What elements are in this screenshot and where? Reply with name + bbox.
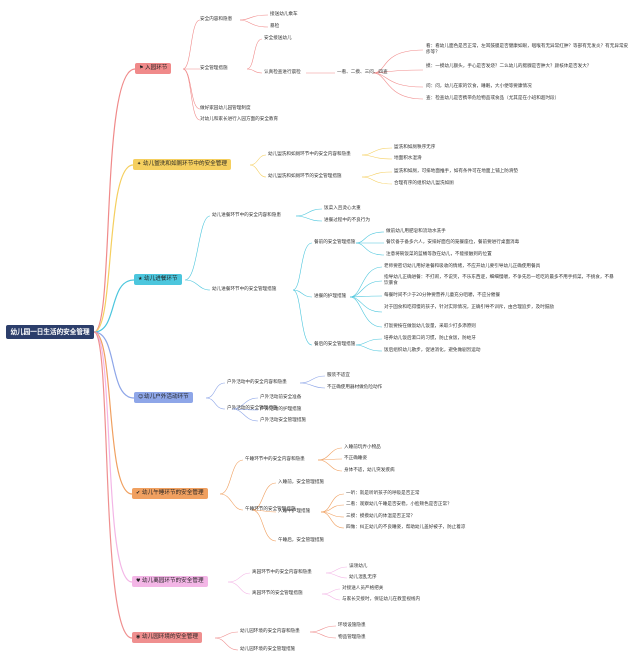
people-icon: ☺ bbox=[138, 394, 144, 400]
entry-check-ask[interactable]: 问：问，幼儿在家的饮食，睡眠，大小便等要康情况 bbox=[426, 84, 532, 89]
flag-icon: ⚑ bbox=[139, 65, 144, 71]
outdoor-measures[interactable]: 户外活动的安全管理措施 bbox=[227, 406, 278, 411]
entry-check-steps[interactable]: 一看、二摸、三问、四查 bbox=[337, 70, 388, 75]
nap-hazard-3[interactable]: 身体不适，幼儿突发疾病 bbox=[344, 468, 395, 473]
meal-before-item[interactable]: 做前幼儿用肥皂和流动水洗手 bbox=[386, 229, 446, 234]
meal-hazard-1[interactable]: 饭菜入且烫心太重 bbox=[324, 206, 361, 211]
root-branch-4 bbox=[93, 331, 135, 399]
meal-during-item[interactable]: 对于固食和吃得慢的孩子，针对实际情况，正确引导不训斥，由合理追步，及时鼓励 bbox=[384, 305, 554, 310]
nap-check-touch[interactable]: 三摸：摸摸幼儿的体温是否正常？ bbox=[346, 514, 415, 519]
meal-before[interactable]: 餐前的安全管理措施 bbox=[314, 240, 356, 245]
meal-after[interactable]: 餐后的安全管理措施 bbox=[314, 342, 356, 347]
washing-hazards[interactable]: 幼儿盥洗和如厕环节中的安全内容和隐患 bbox=[268, 152, 351, 157]
section-label: 幼儿午睡环节的安全管理 bbox=[142, 490, 204, 496]
outdoor-measure-3[interactable]: 户外活动安全管理措施 bbox=[260, 418, 306, 423]
section-departure[interactable]: ♥幼儿离园环节的安全管理 bbox=[132, 576, 208, 587]
meal-during-item[interactable]: 指导幼儿正确进餐：不打闹，不说笑，不乐东西逻，细细慢嚼，不争先恐一吃吃的最多不用… bbox=[384, 275, 614, 286]
nap-during[interactable]: 入睡中护理措施 bbox=[278, 509, 311, 514]
outdoor-hazard-1[interactable]: 服装不适宜 bbox=[327, 373, 350, 378]
meal-during-item[interactable]: 打饭要按在做饭幼儿饭量，采取少打多添原则 bbox=[384, 324, 476, 329]
meal-hazard-2[interactable]: 进餐过程中的不良行为 bbox=[324, 218, 370, 223]
outdoor-hazard-2[interactable]: 不正确使用器材做危险动作 bbox=[327, 385, 383, 390]
entry-hazard-1[interactable]: 接送幼儿乘车 bbox=[270, 12, 298, 17]
root-branch-2 bbox=[93, 164, 134, 333]
meal-measures[interactable]: 幼儿进餐环节中的安全管理措施 bbox=[212, 287, 277, 292]
nap-before[interactable]: 入睡前，安全管理措施 bbox=[278, 480, 324, 485]
nap-check-listen[interactable]: 一听：就是听听孩子的呼吸是否正常 bbox=[346, 491, 420, 496]
root-branch-7 bbox=[93, 331, 133, 639]
globe-icon: ◉ bbox=[136, 634, 141, 640]
departure-measure-2[interactable]: 与家长交接时，保证幼儿在教室视线内 bbox=[342, 597, 421, 602]
meal-after-item[interactable]: 饭后组织幼儿散步，促进消化，避免做剧烈运动 bbox=[384, 348, 481, 353]
nap-check-look[interactable]: 二看：观察幼儿午睡是否安稳，小脸颊色是否正常？ bbox=[346, 502, 452, 507]
section-outdoor[interactable]: ☺幼儿户外活动环节 bbox=[134, 392, 193, 403]
section-label: 幼儿盥洗和如厕环节中的安全管理 bbox=[143, 161, 227, 167]
washing-hazard-2[interactable]: 地面积水湿滑 bbox=[394, 156, 422, 161]
outdoor-measure-2[interactable]: 户外活动的护理措施 bbox=[260, 407, 302, 412]
nap-measures[interactable]: 午睡环节的安全管理措施 bbox=[245, 507, 296, 512]
entry-measure-1[interactable]: 安全接送幼儿 bbox=[264, 36, 292, 41]
section-label: 幼儿户外活动环节 bbox=[144, 394, 189, 400]
meal-during[interactable]: 进餐的护理措施 bbox=[314, 294, 347, 299]
root-branch-5 bbox=[93, 331, 133, 495]
heart-icon: ♥ bbox=[136, 578, 141, 584]
entry-hazard-2[interactable]: 暴检 bbox=[270, 24, 280, 29]
meal-during-item[interactable]: 老师要密切幼儿用好进餐和吸收的情绪，不应开幼儿要引导幼儿正确使用餐具 bbox=[384, 264, 541, 269]
nap-check-correct[interactable]: 四做：纠正幼儿的不良睡姿，帮助幼儿盖好被子，防止着凉 bbox=[346, 525, 466, 530]
meal-before-item[interactable]: 注意将碗饭菜的蓝桶等放在幼儿，不能接触到的位置 bbox=[386, 252, 492, 257]
section-nap[interactable]: ✔幼儿午睡环节的安全管理 bbox=[132, 488, 208, 499]
meal-before-item[interactable]: 餐饮备于备多六人，安排好面包的笼餐座位，餐前要进行桌面消毒 bbox=[386, 240, 520, 245]
section-washing[interactable]: ✦幼儿盥洗和如厕环节中的安全管理 bbox=[133, 159, 231, 170]
entry-measures[interactable]: 安全管理措施 bbox=[200, 66, 228, 71]
entry-system[interactable]: 做好家园幼儿园管理制度 bbox=[200, 106, 251, 111]
entry-check-touch[interactable]: 摸：一摸幼儿额头，手心是否发烧？二么幼儿的腮腺是否肿大？颜核体是否发大？ bbox=[426, 64, 592, 69]
meal-after-item[interactable]: 培养幼儿饭后漱口的习惯，防止食饭，防蛀牙 bbox=[384, 336, 476, 341]
washing-measure-1[interactable]: 盥洗和如厕，可排地面推手，如有条件可在地面上铺上防滑垫 bbox=[394, 169, 519, 174]
meal-during-item[interactable]: 每餐时间不少于20分钟要营养儿童充分咀嚼，不应分催餐 bbox=[384, 293, 501, 298]
entry-education[interactable]: 对幼儿和家长进行入园方面的安全教育 bbox=[200, 117, 279, 122]
departure-measures[interactable]: 离园环节的安全管理措施 bbox=[252, 591, 303, 596]
washing-measures[interactable]: 幼儿盥洗和如厕环节的安全管理措施 bbox=[268, 174, 342, 179]
entry-measure-2[interactable]: 认真检查进行晨检 bbox=[264, 70, 301, 75]
section-label: 幼儿进餐环节 bbox=[144, 276, 178, 282]
root-branch-3 bbox=[93, 279, 135, 333]
section-label: 幼儿离园环节的安全管理 bbox=[142, 578, 204, 584]
sparkle-icon: ✦ bbox=[137, 161, 142, 167]
entry-check-inspect[interactable]: 查：检查幼儿是否携带危险物品或食品（尤其是在小班和超时段） bbox=[426, 96, 560, 101]
meal-hazards[interactable]: 幼儿进餐环节中的安全内容和隐患 bbox=[212, 213, 281, 218]
section-environment[interactable]: ◉幼儿园环境的安全管理 bbox=[132, 632, 202, 643]
outdoor-measure-1[interactable]: 户外活动前安全准备 bbox=[260, 395, 302, 400]
nap-hazard-1[interactable]: 入睡前玩弄小物品 bbox=[344, 445, 381, 450]
checklist-icon: ✔ bbox=[136, 490, 141, 496]
nap-hazards[interactable]: 午睡环节中的安全内容和隐患 bbox=[245, 457, 305, 462]
nap-hazard-2[interactable]: 不正确睡姿 bbox=[344, 456, 367, 461]
section-label: 入园环节 bbox=[145, 65, 168, 71]
entry-hazards[interactable]: 安全内容和隐患 bbox=[200, 17, 233, 22]
section-label: 幼儿园环境的安全管理 bbox=[142, 634, 198, 640]
washing-measure-2[interactable]: 合理有序的组织幼儿盥洗如厕 bbox=[394, 181, 454, 186]
departure-hazard-2[interactable]: 幼儿混乱无序 bbox=[349, 575, 377, 580]
departure-hazard-1[interactable]: 误领幼儿 bbox=[349, 564, 368, 569]
entry-check-look[interactable]: 看：看幼儿面色是否正常，左耳鼓膜是否健康如眼，咽喉有无异常红肿？等部有无发炎？有… bbox=[426, 44, 629, 55]
environment-hazards[interactable]: 幼儿园环境的安全内容和隐患 bbox=[240, 629, 300, 634]
section-entry[interactable]: ⚑入园环节 bbox=[135, 63, 172, 74]
departure-hazards[interactable]: 离园环节中的安全内容和隐患 bbox=[252, 570, 312, 575]
nap-after[interactable]: 午睡后，安全管理措施 bbox=[278, 538, 324, 543]
root-branch-6 bbox=[93, 331, 133, 583]
environment-measures[interactable]: 幼儿园环境的安全管理措施 bbox=[240, 647, 296, 652]
departure-measure-1[interactable]: 对接送人员严格把关 bbox=[342, 586, 384, 591]
environment-hazard-2[interactable]: 物品管理隐患 bbox=[338, 635, 366, 640]
root-branch-1 bbox=[93, 68, 136, 333]
root-topic[interactable]: 幼儿园一日生活的安全管理 bbox=[6, 325, 94, 339]
washing-hazard-1[interactable]: 盥洗和如厕秩序无序 bbox=[394, 145, 436, 150]
section-meal[interactable]: ★幼儿进餐环节 bbox=[134, 274, 182, 285]
star-icon: ★ bbox=[138, 276, 143, 282]
outdoor-hazards[interactable]: 户外活动中的安全内容和隐患 bbox=[227, 380, 287, 385]
environment-hazard-1[interactable]: 环境设施隐患 bbox=[338, 623, 366, 628]
